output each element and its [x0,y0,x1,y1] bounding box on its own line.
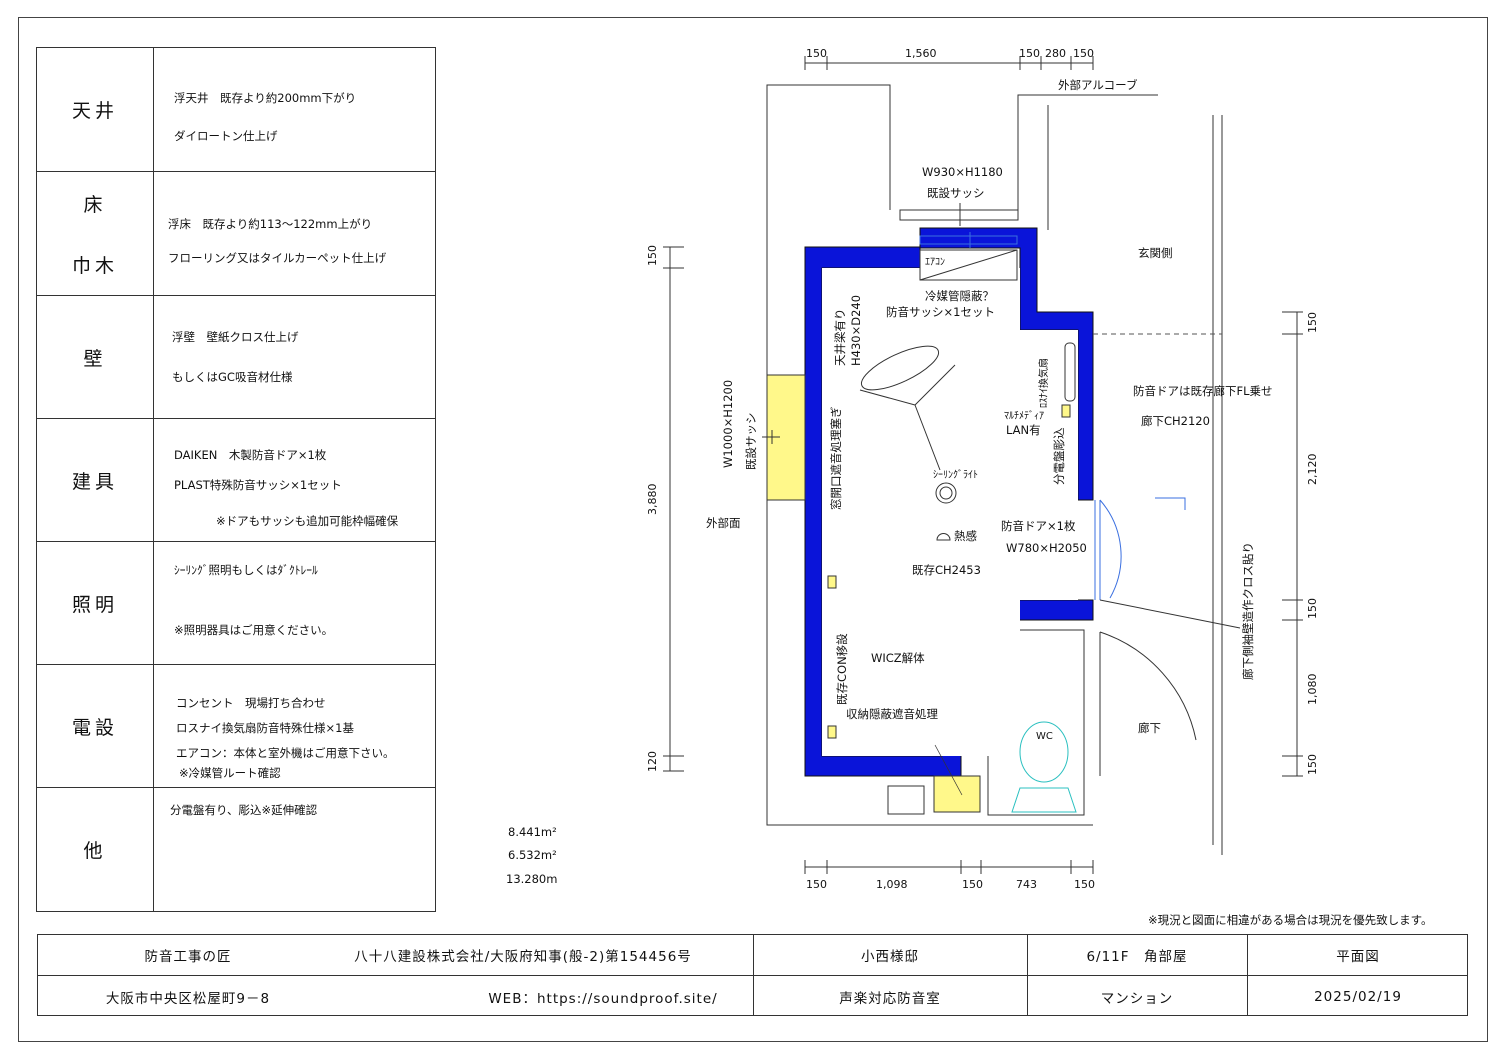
label-sash-left: 既設サッシ [744,413,758,471]
label-corridor: 廊下 [1138,721,1161,735]
label-door-note: 防音ドアは既存廊下FL乗せ [1133,384,1273,398]
dim-right: 150 [1306,312,1319,333]
spec-cat: 他 [36,787,154,912]
spec-cat: 電設 [36,664,154,788]
footer-web: WEB：https://soundproof.site/ [488,990,718,1007]
label-door: 防音ドア×1枚 [1001,519,1076,533]
dim-top: 150 [806,47,827,60]
spec-table: 天井 浮天井 既存より約200mm下がり ダイロートン仕上げ 床 巾木 浮床 既… [36,47,436,912]
label-opening: 窓開口遮音処理塞ぎ [829,407,843,511]
spec-cat: 壁 [36,295,154,419]
label-wc: WC [1036,731,1053,742]
label-heat: 熱感 [954,529,977,543]
dim-bottom: 743 [1016,878,1037,891]
footer-date: 2025/02/19 [1314,988,1402,1005]
dim-left: 3,880 [646,484,659,516]
footer-building: マンション [1100,990,1174,1007]
dim-right: 2,120 [1306,454,1319,486]
spec-row-other: 他 分電盤有り、彫込※延伸確認 [36,787,436,912]
dim-top: 150 [1019,47,1040,60]
footer-room-type: 声楽対応防音室 [839,990,941,1007]
label-corridor-ch: 廊下CH2120 [1141,414,1210,428]
dim-bottom: 1,098 [876,878,908,891]
label-genkan: 玄関側 [1138,246,1173,260]
label-wicz: WICZ解体 [871,651,925,665]
label-beam: 天井梁有り [833,309,847,367]
footer-floor: 6/11F 角部屋 [1086,949,1188,965]
label-refrigerant: 冷媒管隠蔽？ [925,289,994,303]
dim-right: 1,080 [1306,674,1319,706]
label-aircon: ｴｱｺﾝ [925,257,945,268]
spec-line: ※照明器具はご用意ください。 [174,623,334,637]
spec-line: もしくはGC吸音材仕様 [172,370,293,384]
footer-company: 八十八建設株式会社/大阪府知事(般-2)第154456号 [354,949,692,965]
label-sash-left-size: W1000×H1200 [721,380,735,468]
drawing-frame [18,17,1488,1042]
spec-line: 浮壁 壁紙クロス仕上げ [172,330,299,344]
dim-bottom: 150 [1074,878,1095,891]
footer-address: 大阪市中央区松屋町9－8 [105,990,271,1007]
spec-line: 浮床 既存より約113～122mm上がり [168,217,373,231]
spec-line: PLAST特殊防音サッシ×1セット [174,478,342,492]
dim-top: 280 [1045,47,1066,60]
label-door-size: W780×H2050 [1006,541,1087,555]
disclaimer-note: ※現況と図面に相違がある場合は現況を優先致します。 [1148,913,1432,927]
spec-line: ｼｰﾘﾝｸﾞ照明もしくはﾀﾞｸﾄﾚｰﾙ [174,563,318,577]
spec-line: 分電盤有り、彫込※延伸確認 [170,803,318,817]
spec-line: 浮天井 既存より約200mm下がり [174,91,357,105]
dim-bottom: 150 [962,878,983,891]
label-storage: 収納隠蔽遮音処理 [846,707,938,721]
label-panel: 分電盤彫込 [1052,427,1066,485]
label-sash-top-size: W930×H1180 [922,165,1003,179]
wc-bowl [1019,721,1069,783]
spec-line: DAIKEN 木製防音ドア×1枚 [174,448,327,462]
footer-client: 小西様邸 [861,949,919,965]
spec-cat: 巾木 [71,254,118,277]
title-block: 防音工事の匠 八十八建設株式会社/大阪府知事(般-2)第154456号 小西様邸… [37,934,1468,1016]
spec-row-ceiling: 天井 浮天井 既存より約200mm下がり ダイロートン仕上げ [36,47,436,172]
dim-bottom: 150 [806,878,827,891]
label-cloth: 廊下側袖壁造作クロス貼り [1241,542,1255,680]
spec-line: ロスナイ換気扇防音特殊仕様×1基 [176,721,354,735]
label-beam-size: H430×D240 [849,295,863,366]
dim-left: 120 [646,751,659,772]
spec-cat: 天井 [36,47,154,172]
label-sash-top: 既設サッシ [927,186,985,200]
label-outer-face: 外部面 [706,516,741,530]
footer-company-brand: 防音工事の匠 [144,949,232,965]
vent-fan [1064,342,1076,402]
storage-block [933,775,981,813]
spec-line: コンセント 現場打ち合わせ [176,696,326,710]
dim-top: 1,560 [905,47,937,60]
footer-drawing-type: 平面図 [1336,949,1380,965]
spec-row-wall: 壁 浮壁 壁紙クロス仕上げ もしくはGC吸音材仕様 [36,295,436,419]
label-vent: ﾛｽﾅｲ換気扇 [1037,358,1050,408]
dim-top: 150 [1073,47,1094,60]
spec-line: ※冷媒管ルート確認 [179,766,281,780]
area-value: 13.280m [506,872,557,886]
label-multimedia: ﾏﾙﾁﾒﾃﾞｨｱ [1004,410,1044,422]
spec-line: エアコン：本体と室外機はご用意下さい。 [176,746,395,760]
area-value: 6.532m² [508,848,557,862]
label-con: 既存CON移設 [835,633,849,705]
label-ceiling-light: ｼｰﾘﾝｸﾞﾗｲﾄ [933,469,978,481]
label-soundproof-sash: 防音サッシ×1セット [886,305,995,319]
spec-row-electrical: 電設 コンセント 現場打ち合わせ ロスナイ換気扇防音特殊仕様×1基 エアコン：本… [36,664,436,788]
label-ch: 既存CH2453 [912,563,981,577]
spec-row-fittings: 建具 DAIKEN 木製防音ドア×1枚 PLAST特殊防音サッシ×1セット ※ド… [36,418,436,542]
spec-cat: 床 [83,193,107,216]
label-outer-alcove: 外部アルコーブ [1058,78,1138,92]
spec-line: ※ドアもサッシも追加可能枠幅確保 [216,514,399,528]
area-value: 8.441m² [508,825,557,839]
dim-right: 150 [1306,598,1319,619]
label-lan: LAN有 [1006,423,1041,437]
spec-line: フローリング又はタイルカーペット仕上げ [168,251,387,265]
dim-right: 150 [1306,754,1319,775]
spec-line: ダイロートン仕上げ [174,129,278,143]
spec-row-floor: 床 巾木 浮床 既存より約113～122mm上がり フローリング又はタイルカーペ… [36,171,436,296]
dim-left: 150 [646,245,659,266]
